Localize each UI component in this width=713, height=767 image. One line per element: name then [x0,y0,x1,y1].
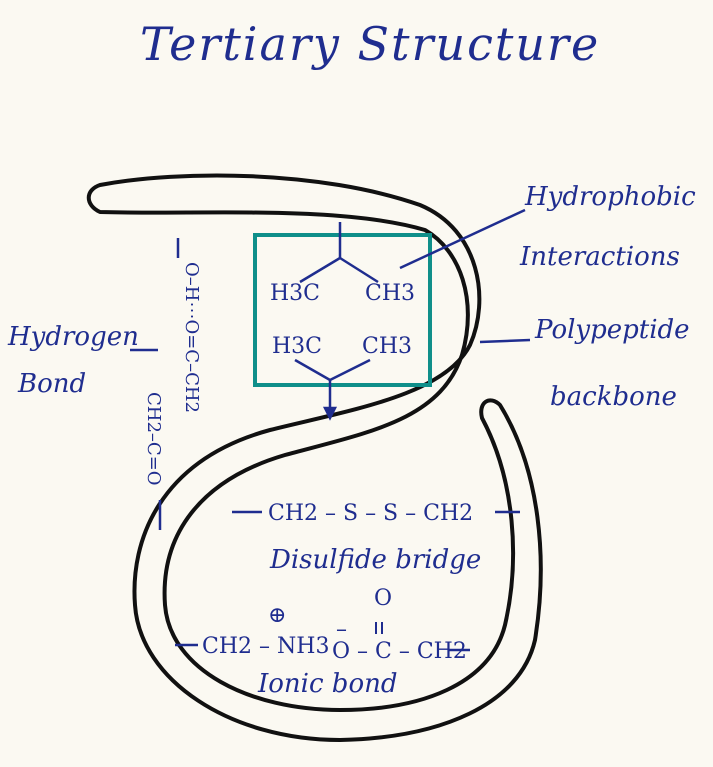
disulfide-formula: CH2 – S – S – CH2 [268,501,473,526]
diagram-title: Tertiary Structure [140,17,600,71]
polypeptide-label-line2: backbone [550,382,677,412]
polypeptide-backbone [86,173,543,742]
hbond-lower-text: CH2–C=O [143,392,164,486]
backbone-outer-edge [86,173,543,742]
hydrogen-label-line1: Hydrogen [7,322,139,352]
plus-charge: ⊕ [268,603,286,628]
polypeptide-label-line1: Polypeptide [534,315,690,345]
polypeptide-pointer [479,338,531,344]
hydrophobic-label-line1: Hydrophobic [524,182,696,212]
carbonyl-oxygen: O [374,586,392,611]
hydrophobic-label-line2: Interactions [519,242,680,272]
ch3-bottom: CH3 [362,334,412,359]
bottom-isopropyl-bonds [294,358,371,421]
h3c-bottom: H3C [272,334,322,359]
hydrophobic-box [253,233,432,387]
h3c-top: H3C [270,281,320,306]
ionic-left-formula: CH2 – NH3 [202,634,329,659]
ionic-label: Ionic bond [257,669,398,699]
hydrophobic-pointer [399,208,526,270]
ionic-minus: – [336,617,347,642]
top-isopropyl-bonds [299,222,379,284]
hydrogen-label-line2: Bond [17,369,86,399]
disulfide-label: Disulfide bridge [269,545,481,575]
ch3-top: CH3 [365,281,415,306]
hbond-vertical-text: O–H⋯O=C–CH2 [181,262,202,413]
ionic-right-formula: O – C – CH2 [332,639,467,664]
